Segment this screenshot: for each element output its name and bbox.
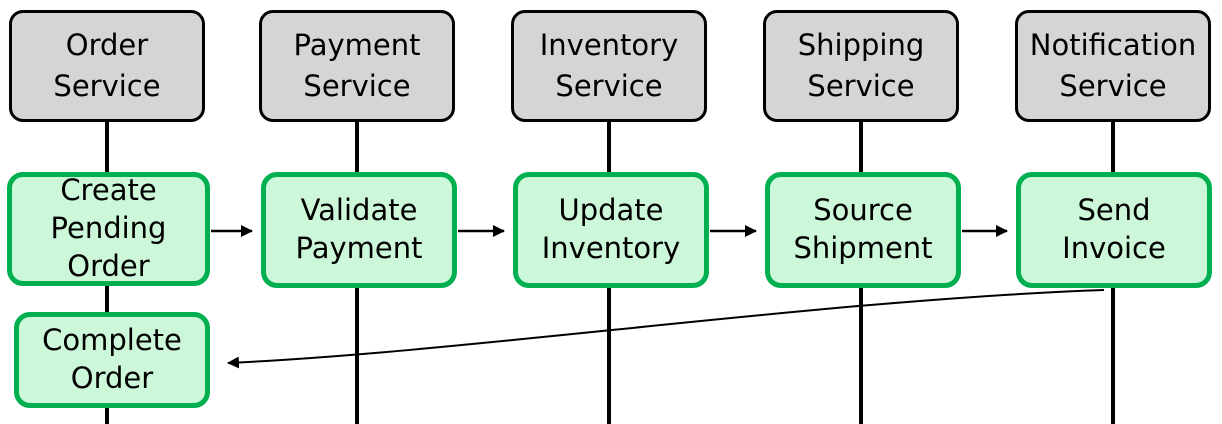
participant-order-service[interactable]: Order Service (9, 10, 205, 122)
activity-label-line1: Complete (42, 323, 182, 358)
activity-label-line1: Source (813, 193, 913, 228)
activity-label-line1: Create (60, 173, 157, 208)
participant-label-line2: Service (53, 69, 161, 103)
activity-label-line2: Payment (295, 231, 423, 265)
participant-label-line2: Service (1059, 69, 1167, 103)
activity-send-invoice[interactable]: Send Invoice (1016, 172, 1212, 288)
participant-label-line1: Payment (293, 27, 421, 62)
message-send-invoice-to-complete-order (227, 289, 1105, 369)
participant-inventory-service[interactable]: Inventory Service (511, 10, 707, 122)
participant-label-line1: Shipping (797, 27, 925, 62)
activity-validate-payment[interactable]: Validate Payment (261, 172, 457, 288)
participant-payment-service[interactable]: Payment Service (259, 10, 455, 122)
participant-label-line2: Service (555, 69, 663, 103)
activity-label-line2: Pending (50, 211, 167, 246)
activity-update-inventory[interactable]: Update Inventory (513, 172, 709, 288)
participant-label-line2: Service (807, 69, 915, 103)
participant-notification-service[interactable]: Notification Service (1015, 10, 1211, 122)
activity-label-line1: Validate (300, 193, 418, 228)
participant-label-line2: Service (303, 69, 411, 103)
activity-label-line1: Send (1077, 193, 1151, 228)
participant-label-line1: Notification (1029, 27, 1197, 62)
activity-label-line2: Inventory (541, 231, 681, 265)
activity-label-line2: Invoice (1062, 231, 1166, 265)
activity-label-line2: Order (70, 361, 154, 395)
activity-complete-order[interactable]: Complete Order (14, 312, 210, 408)
activity-create-pending-order[interactable]: Create Pending Order (7, 172, 210, 286)
activity-label-line1: Update (558, 193, 664, 228)
activity-label-line3: Order (67, 248, 150, 283)
activity-label-line2: Shipment (793, 231, 933, 265)
participant-shipping-service[interactable]: Shipping Service (763, 10, 959, 122)
participant-label-line1: Order (65, 27, 149, 62)
participant-label-line1: Inventory (539, 27, 679, 62)
activity-source-shipment[interactable]: Source Shipment (765, 172, 961, 288)
